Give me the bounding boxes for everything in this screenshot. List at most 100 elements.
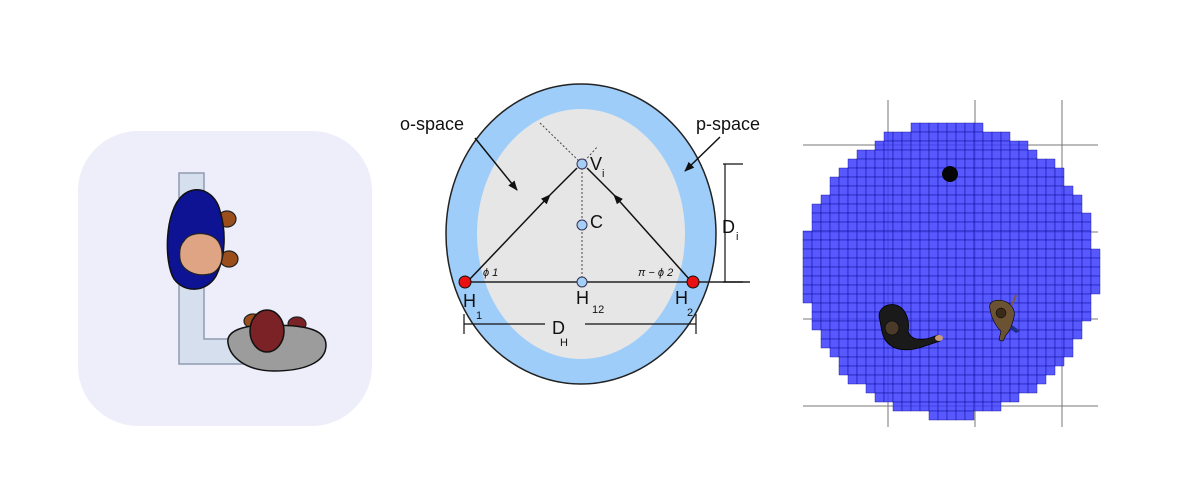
grid-cell [964,266,975,277]
grid-cell [946,140,957,151]
grid-cell [937,401,948,412]
grid-cell [982,167,993,178]
grid-cell [1018,302,1029,313]
grid-cell [1027,194,1038,205]
grid-cell [1072,257,1083,268]
grid-cell [865,356,876,367]
grid-cell [901,158,912,169]
grid-cell [820,221,831,232]
grid-cell [1027,158,1038,169]
grid-cell [973,320,984,331]
grid-cell [937,365,948,376]
grid-cell [829,338,840,349]
grid-cell [1045,338,1056,349]
grid-cell [1036,320,1047,331]
grid-cell [964,392,975,403]
grid-cell [847,167,858,178]
grid-cell [964,383,975,394]
grid-cell [964,248,975,259]
grid-cell [928,158,939,169]
grid-cell [1081,284,1092,295]
grid-cell [1000,356,1011,367]
grid-cell [1009,239,1020,250]
grid-cell [856,158,867,169]
grid-cell [964,176,975,187]
grid-cell [1027,275,1038,286]
grid-cell [1027,212,1038,223]
grid-cell [874,140,885,151]
grid-cell [1018,248,1029,259]
grid-cell [964,410,975,421]
grid-cell [847,311,858,322]
grid-cell [919,212,930,223]
grid-cell [1054,320,1065,331]
grid-cell [883,365,894,376]
grid-cell [937,293,948,304]
grid-cell [1000,383,1011,394]
l-arrangement-illustration [78,131,372,426]
grid-cell [1027,320,1038,331]
grid-cell [1027,284,1038,295]
grid-cell [928,383,939,394]
grid-cell [1081,275,1092,286]
grid-cell [1072,266,1083,277]
grid-cell [1045,248,1056,259]
grid-cell [1054,176,1065,187]
grid-cell [883,149,894,160]
grid-cell [874,275,885,286]
grid-cell [973,392,984,403]
grid-cell [910,212,921,223]
grid-cell [874,176,885,187]
grid-cell [1018,383,1029,394]
grid-cell [811,248,822,259]
p-space-label: p-space [696,114,760,134]
grid-cell [964,311,975,322]
grid-cell [991,158,1002,169]
panel-background [78,131,372,426]
grid-cell [955,284,966,295]
grid-cell [982,329,993,340]
grid-cell [892,176,903,187]
grid-cell [964,203,975,214]
grid-cell [883,185,894,196]
grid-cell [991,203,1002,214]
grid-cell [928,122,939,133]
grid-cell [820,239,831,250]
grid-cell [874,338,885,349]
grid-cell [892,140,903,151]
grid-cell [928,410,939,421]
grid-cell [901,248,912,259]
grid-cell [820,320,831,331]
grid-cell [1045,257,1056,268]
grid-cell [937,158,948,169]
grid-cell [973,131,984,142]
grid-cell [991,140,1002,151]
grid-cell [901,293,912,304]
grid-cell [1036,221,1047,232]
grid-cell [1027,149,1038,160]
grid-cell [865,212,876,223]
grid-cell [919,239,930,250]
grid-cell [856,347,867,358]
grid-cell [982,347,993,358]
grid-cell [1063,221,1074,232]
grid-cell [937,194,948,205]
grid-cell [811,311,822,322]
grid-cell [946,248,957,259]
grid-cell [928,239,939,250]
grid-cell [919,167,930,178]
grid-cell [991,275,1002,286]
grid-cell [1045,176,1056,187]
grid-cell [1036,167,1047,178]
grid-cell [811,239,822,250]
grid-cell [1063,203,1074,214]
grid-cell [982,293,993,304]
grid-cell [955,347,966,358]
grid-cell [1009,194,1020,205]
grid-cell [811,284,822,295]
grid-cell [820,257,831,268]
grid-cell [856,176,867,187]
grid-cell [946,221,957,232]
grid-cell [883,374,894,385]
grid-cell [802,257,813,268]
